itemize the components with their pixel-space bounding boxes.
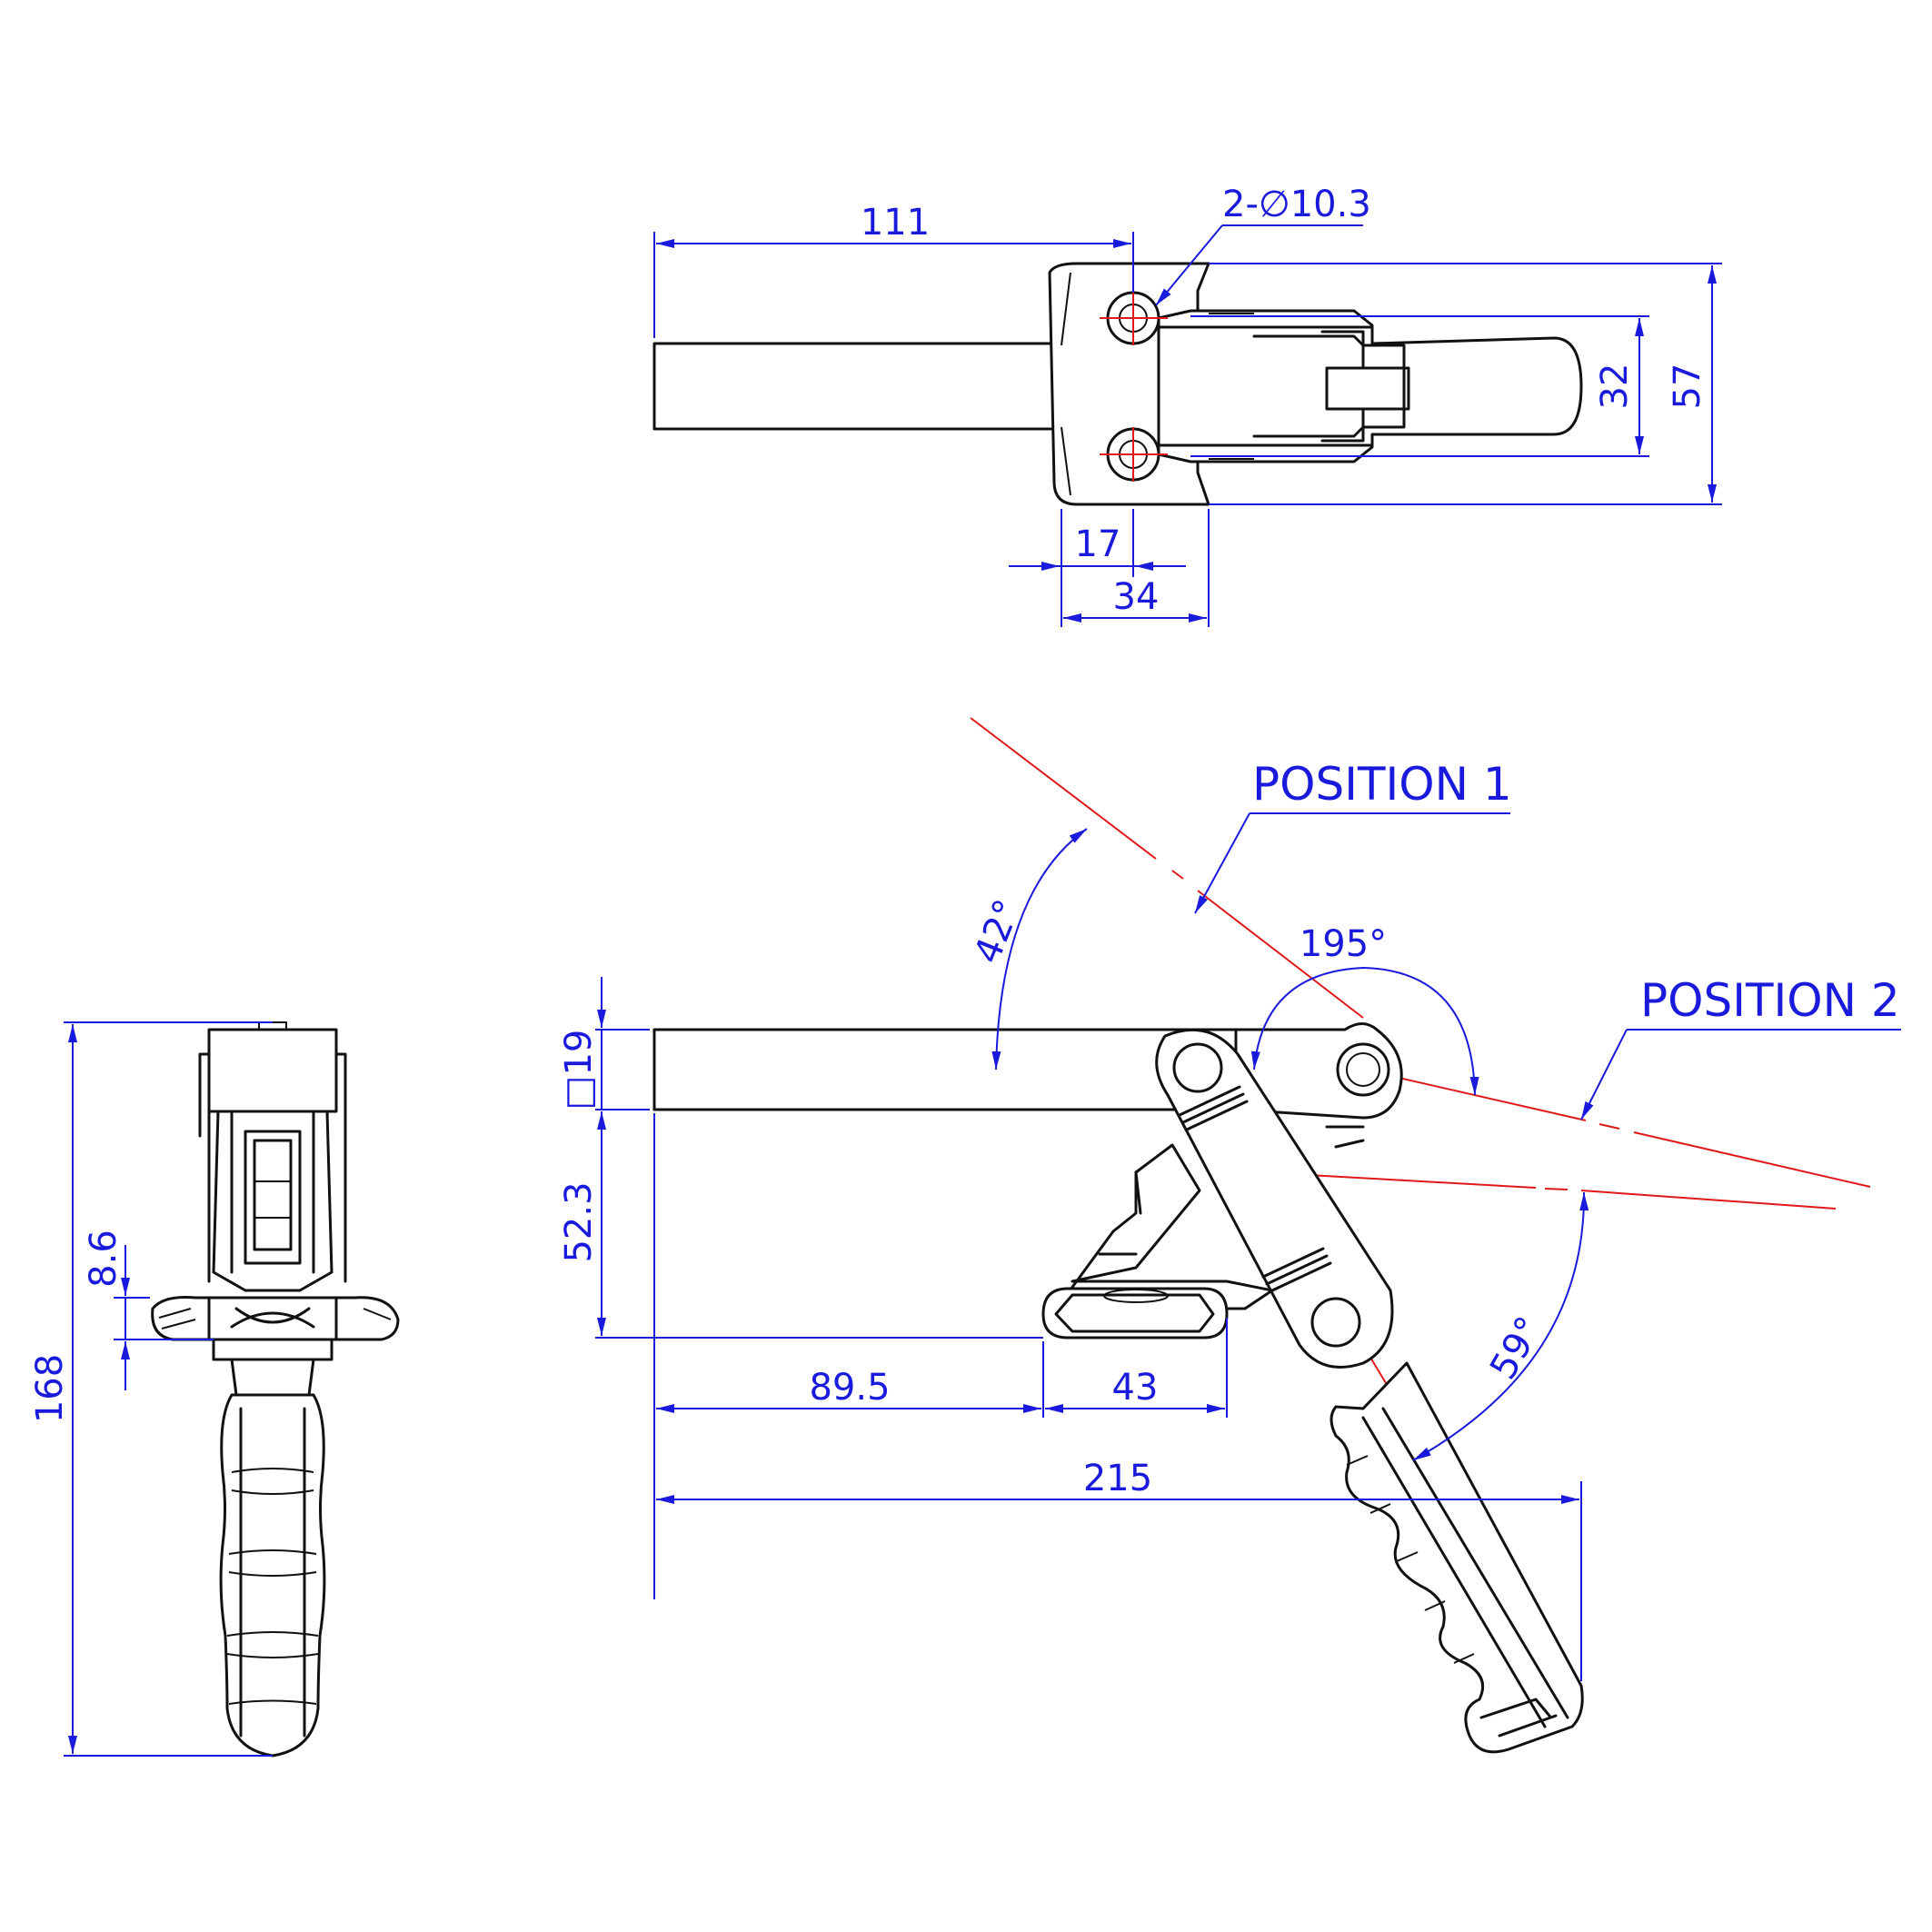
angle-42: 42° bbox=[966, 894, 1029, 970]
dim-8-6: 8.6 bbox=[83, 1230, 124, 1288]
lower-reference-line bbox=[1258, 1171, 1837, 1210]
dim-215: 215 bbox=[1083, 1458, 1152, 1499]
main-pivot bbox=[1336, 1042, 1390, 1097]
position-2-line bbox=[1362, 1069, 1871, 1188]
dim-52-3: 52.3 bbox=[558, 1181, 600, 1262]
dim-17: 17 bbox=[1075, 523, 1121, 565]
label-position-1: POSITION 1 bbox=[1252, 758, 1512, 811]
front-flange bbox=[151, 1296, 400, 1341]
top-view-pivot-block bbox=[1325, 366, 1410, 411]
mounting-foot bbox=[1041, 1287, 1229, 1339]
dim-43: 43 bbox=[1112, 1367, 1159, 1409]
label-position-2: POSITION 2 bbox=[1640, 974, 1900, 1027]
dim-57: 57 bbox=[1667, 363, 1708, 410]
link-upper-pivot bbox=[1172, 1042, 1223, 1093]
dim-34: 34 bbox=[1113, 576, 1160, 618]
front-view: 168 8.6 bbox=[29, 1021, 400, 1758]
handle bbox=[1329, 1361, 1584, 1754]
dim-hole-spec: 2-∅10.3 bbox=[1222, 184, 1371, 225]
clamp-bar bbox=[652, 1028, 1238, 1111]
dim-bar-section: □19 bbox=[558, 1030, 600, 1110]
angle-59: 59° bbox=[1482, 1310, 1550, 1386]
dim-111: 111 bbox=[861, 202, 930, 244]
front-top-block bbox=[207, 1028, 338, 1113]
link-arm bbox=[1155, 1028, 1394, 1369]
top-view: 111 2-∅10.3 32 57 17 34 bbox=[652, 184, 1722, 627]
position-1-line bbox=[970, 717, 1364, 1019]
angle-195: 195° bbox=[1300, 923, 1387, 965]
dim-89-5: 89.5 bbox=[809, 1367, 890, 1409]
side-view: 42° 195° 59° POSITION 1 POSITION 2 □19 5… bbox=[558, 717, 1901, 1754]
front-roller bbox=[253, 1139, 293, 1251]
dim-32: 32 bbox=[1594, 363, 1636, 410]
link-lower-pivot bbox=[1310, 1297, 1361, 1348]
dim-168: 168 bbox=[29, 1354, 71, 1423]
